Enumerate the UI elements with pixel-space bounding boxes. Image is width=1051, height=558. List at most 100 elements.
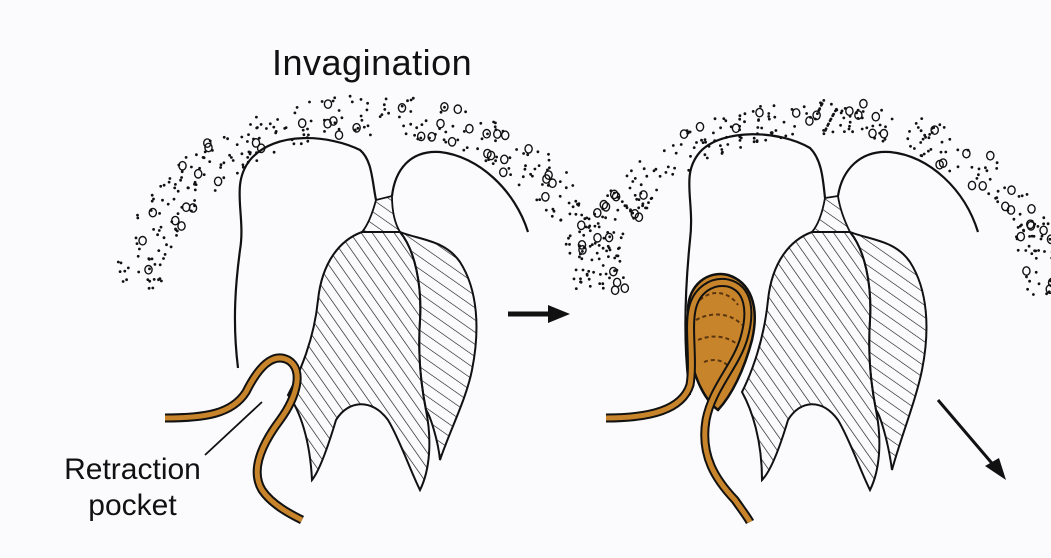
stipple-dot — [1033, 235, 1036, 238]
stipple-dot — [228, 154, 231, 157]
stipple-dot — [159, 185, 162, 188]
stipple-dot — [177, 190, 180, 193]
stipple-dot — [413, 134, 416, 137]
stipple-dot — [294, 112, 297, 115]
stipple-dot — [602, 287, 605, 290]
stipple-dot — [588, 218, 591, 221]
stipple-dot — [538, 198, 541, 201]
stipple-dot — [541, 183, 544, 186]
stipple-dot — [139, 237, 146, 245]
stipple-dot — [535, 199, 538, 202]
stipple-dot — [135, 237, 138, 240]
stipple-dot — [190, 166, 193, 169]
stipple-dot — [379, 115, 382, 118]
stipple-dot — [332, 100, 335, 103]
stipple-dot — [409, 123, 412, 126]
stipple-dot — [509, 156, 512, 159]
stipple-dot — [363, 126, 366, 129]
stipple-dot — [598, 282, 601, 285]
stipple-dot — [137, 255, 140, 258]
stipple-dot — [930, 148, 933, 151]
stipple-dot — [160, 280, 163, 283]
stipple-dot — [260, 123, 263, 126]
stipple-dot — [175, 234, 178, 237]
stipple-dot — [920, 154, 923, 157]
stipple-dot — [616, 269, 619, 272]
stipple-dot — [537, 150, 540, 153]
stipple-dot — [768, 118, 771, 121]
stipple-dot — [180, 176, 183, 179]
stipple-dot — [357, 127, 360, 130]
stipple-dot — [167, 203, 170, 206]
stipple-dot — [862, 110, 865, 113]
stipple-dot — [494, 139, 497, 142]
stipple-dot — [255, 159, 258, 162]
stipple-dot — [917, 126, 920, 129]
stipple-dot — [1032, 293, 1035, 296]
stipple-dot — [996, 200, 999, 203]
stipple-dot — [816, 112, 819, 115]
stipple-dot — [538, 164, 541, 167]
stipple-dot — [351, 101, 354, 104]
stipple-dot — [120, 262, 123, 265]
stipple-dot — [296, 106, 299, 109]
stipple-dot — [832, 131, 835, 134]
stipple-dot — [1025, 276, 1028, 279]
extension-arrow — [938, 400, 1006, 480]
stipple-dot — [977, 173, 980, 176]
stipple-dot — [136, 217, 139, 220]
stipple-dot — [354, 129, 357, 132]
stipple-dot — [599, 273, 602, 276]
stipple-dot — [323, 119, 326, 122]
stipple-dot — [125, 278, 128, 281]
stipple-dot — [195, 153, 198, 156]
stipple-dot — [601, 216, 604, 219]
stipple-dot — [739, 139, 742, 142]
stipple-dot — [637, 206, 640, 209]
stipple-dot — [551, 215, 554, 218]
stipple-dot — [619, 260, 622, 263]
stipple-dot — [693, 146, 696, 149]
stipple-dot — [675, 152, 678, 155]
stipple-dot — [219, 166, 222, 169]
stipple-dot — [454, 105, 461, 113]
stipple-dot — [136, 242, 139, 245]
stipple-dot — [823, 132, 826, 135]
stipple-dot — [223, 161, 226, 164]
stipple-dot — [757, 118, 760, 121]
stipple-dot — [275, 130, 278, 133]
stipple-dot — [861, 128, 864, 131]
stipple-dot — [989, 178, 992, 181]
stipple-dot — [402, 125, 405, 128]
stipple-dot — [119, 270, 122, 273]
stipple-dot — [360, 98, 363, 101]
stipple-dot — [832, 113, 835, 116]
stipple-dot — [1003, 186, 1006, 189]
stipple-dot — [156, 233, 159, 236]
stipple-dot — [500, 168, 507, 176]
stipple-dot — [486, 133, 489, 136]
stipple-dot — [594, 234, 601, 242]
stipple-dot — [195, 183, 198, 186]
stipple-dot — [547, 184, 550, 187]
right-ossicle-neck — [812, 196, 850, 232]
stipple-dot — [589, 229, 592, 232]
stipple-dot — [1016, 238, 1019, 241]
stipple-dot — [545, 209, 548, 212]
stipple-dot — [148, 268, 151, 271]
stipple-dot — [1035, 257, 1038, 260]
stipple-dot — [739, 114, 742, 117]
stipple-dot — [466, 125, 473, 133]
stipple-dot — [443, 138, 446, 141]
stipple-dot — [1028, 205, 1035, 213]
stipple-dot — [752, 110, 755, 113]
stipple-dot — [764, 139, 767, 142]
stipple-dot — [559, 180, 562, 183]
stipple-dot — [369, 134, 372, 137]
stipple-dot — [415, 126, 418, 129]
stipple-dot — [720, 148, 723, 151]
stipple-dot — [650, 197, 653, 200]
stipple-dot — [568, 243, 571, 246]
stipple-dot — [695, 141, 698, 144]
